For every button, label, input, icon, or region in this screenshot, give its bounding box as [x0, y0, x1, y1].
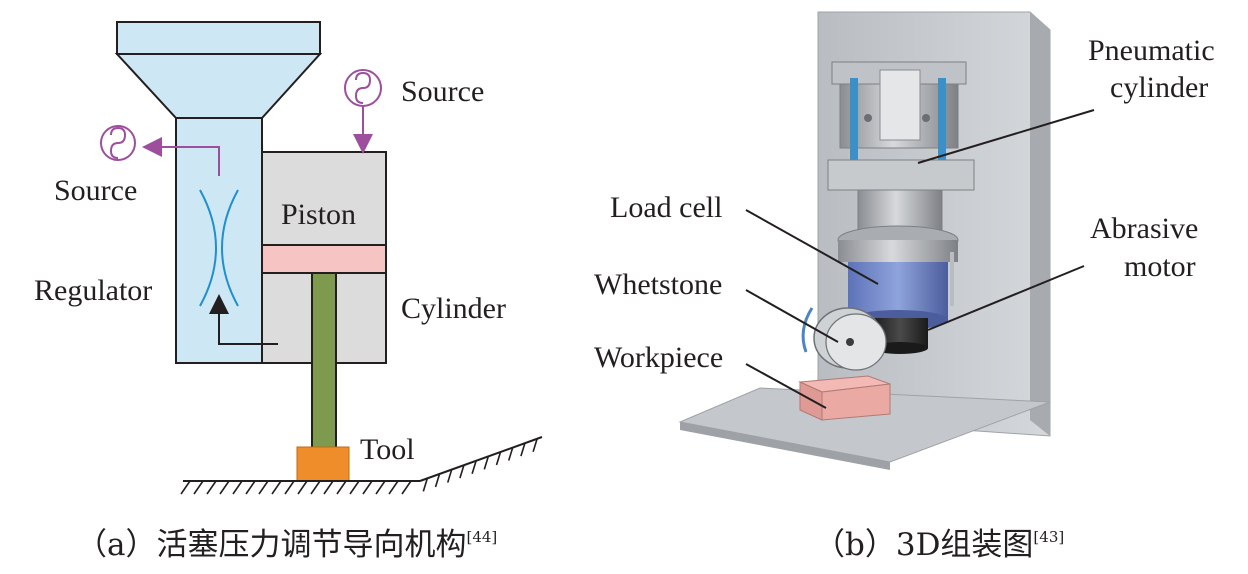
base-plate: [678, 387, 1051, 463]
label-piston: Piston: [281, 198, 356, 231]
label-abrasive-1: Abrasive: [1090, 212, 1198, 245]
leader-pneumatic: [917, 109, 1095, 164]
source-left-line: [142, 137, 220, 176]
hopper-funnel: [114, 21, 323, 119]
leader-whetstone: [745, 289, 839, 343]
label-cylinder: Cylinder: [401, 292, 506, 325]
label-workpiece: Workpiece: [594, 341, 723, 374]
label-tool: Tool: [360, 433, 415, 466]
label-whetstone: Whetstone: [594, 268, 722, 301]
piston-rod: [311, 272, 337, 450]
caption-b-text: （b）3D组装图: [814, 527, 1033, 563]
source-top-icon: [344, 69, 382, 107]
label-pneumatic-1: Pneumatic: [1088, 34, 1215, 67]
workpiece-block: [798, 375, 891, 421]
pneumatic-cylinder: [827, 61, 975, 235]
label-source-top: Source: [401, 75, 484, 108]
label-load-cell: Load cell: [610, 191, 722, 224]
label-pneumatic-2: cylinder: [1110, 71, 1208, 104]
caption-b-ref: [43]: [1033, 528, 1064, 546]
leader-workpiece: [745, 363, 827, 409]
ground-surface: [180, 436, 543, 495]
flow-arrow: [209, 294, 278, 345]
panel-a-diagram: [100, 21, 543, 495]
caption-a: （a）活塞压力调节导向机构[44]: [76, 527, 497, 563]
leader-load-cell: [745, 209, 879, 285]
source-left-icon: [100, 125, 136, 161]
caption-b: （b）3D组装图[43]: [814, 527, 1064, 563]
base-plate-front: [680, 422, 890, 470]
caption-a-ref: [44]: [466, 528, 497, 546]
leader-abrasive-motor: [927, 265, 1085, 331]
whetstone-disc: [801, 307, 887, 371]
label-abrasive-2: motor: [1124, 250, 1196, 283]
label-regulator: Regulator: [34, 274, 152, 307]
label-source-left: Source: [54, 174, 137, 207]
piston-plate: [261, 244, 387, 274]
venturi-left-curve: [199, 189, 217, 307]
panel-b-illustration: [678, 11, 1095, 470]
tool-block: [296, 446, 350, 482]
caption-a-text: （a）活塞压力调节导向机构: [76, 527, 466, 563]
venturi-right-curve: [221, 189, 239, 307]
back-plate-edge: [1030, 12, 1050, 436]
